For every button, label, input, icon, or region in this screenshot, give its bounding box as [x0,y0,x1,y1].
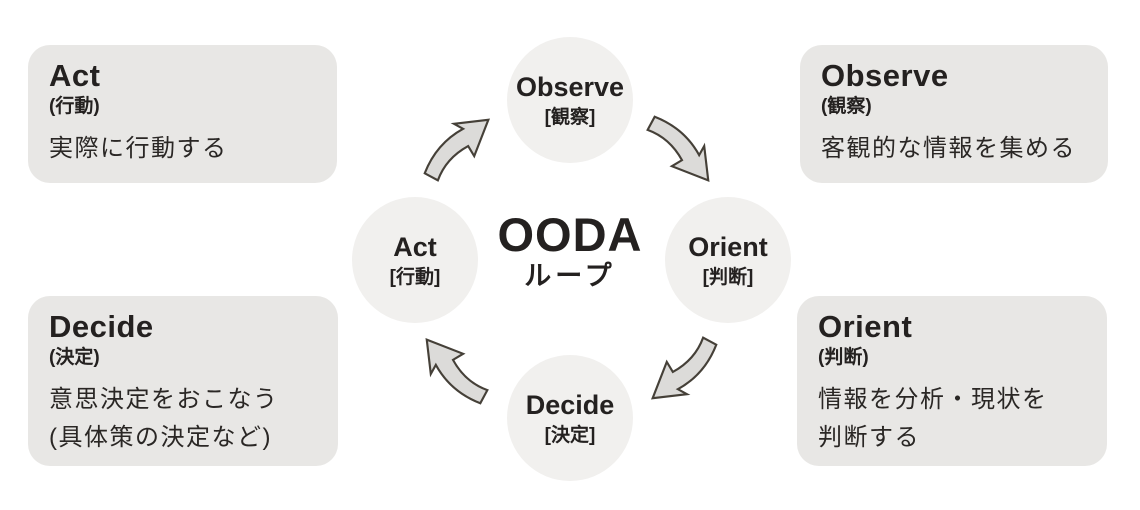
description-line: (具体策の決定など) [49,424,272,451]
box-act-title: Act [49,58,101,93]
node-orient: Orient [判断] [665,197,791,323]
diagram-title-sub: ループ [524,261,616,291]
node-act-label: Act [393,231,437,262]
description-line: 実際に行動する [49,135,228,162]
box-observe-description: 客観的な情報を集める [821,130,1090,168]
box-orient-subtitle: (判断) [818,347,869,368]
box-decide-subtitle: (決定) [49,347,100,368]
node-decide-label: Decide [525,389,615,420]
node-act: Act [行動] [352,197,478,323]
node-observe: Observe [観察] [507,37,633,163]
box-act-description: 実際に行動する [49,130,319,168]
node-observe-label-jp: [観察] [544,106,596,128]
node-orient-label-jp: [判断] [702,266,754,288]
info-box-act: Act (行動) 実際に行動する [28,45,337,183]
box-decide-title: Decide [49,309,154,344]
description-line: 客観的な情報を集める [821,135,1076,162]
node-orient-label: Orient [688,231,768,262]
description-line: 判断する [818,424,920,451]
arrow-observe-to-orient-icon [646,115,710,183]
arrow-act-to-observe-icon [423,118,491,182]
node-act-label-jp: [行動] [389,266,441,288]
description-line: 情報を分析・現状を [818,386,1048,413]
description-line: 意思決定をおこなう [49,386,279,413]
diagram-title: OODA ループ [460,208,680,292]
box-observe-subtitle: (観察) [821,96,872,117]
box-act-subtitle: (行動) [49,96,100,117]
box-decide-description: 意思決定をおこなう (具体策の決定など) [49,381,320,457]
node-decide: Decide [決定] [507,355,633,481]
info-box-observe: Observe (観察) 客観的な情報を集める [800,45,1108,183]
node-decide-label-jp: [決定] [544,424,596,446]
arrow-orient-to-decide-icon [650,336,718,400]
diagram-title-main: OODA [497,208,643,261]
box-orient-description: 情報を分析・現状を 判断する [818,381,1089,457]
box-observe-title: Observe [821,58,949,93]
box-orient-title: Orient [818,309,913,344]
info-box-orient: Orient (判断) 情報を分析・現状を 判断する [797,296,1107,466]
node-observe-label: Observe [515,71,625,102]
info-box-decide: Decide (決定) 意思決定をおこなう (具体策の決定など) [28,296,338,466]
arrow-decide-to-act-icon [425,337,489,405]
